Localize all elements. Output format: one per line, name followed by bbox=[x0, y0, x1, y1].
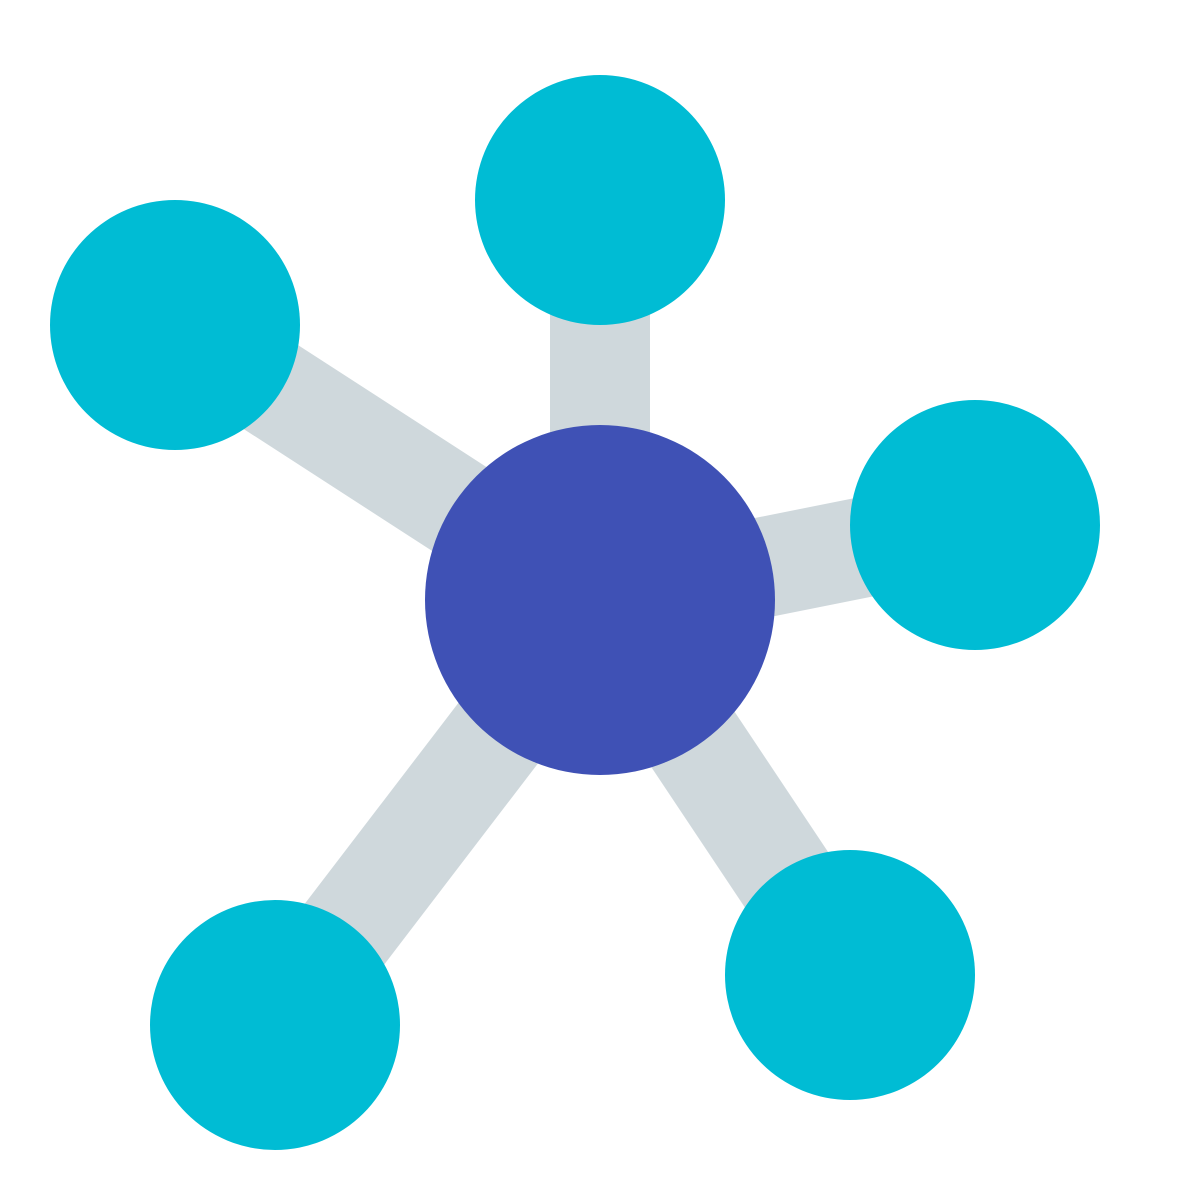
hub-node bbox=[425, 425, 775, 775]
node-lower-right bbox=[725, 850, 975, 1100]
node-right bbox=[850, 400, 1100, 650]
outer-nodes bbox=[50, 75, 1100, 1150]
node-lower-left bbox=[150, 900, 400, 1150]
node-upper-left bbox=[50, 200, 300, 450]
node-top bbox=[475, 75, 725, 325]
